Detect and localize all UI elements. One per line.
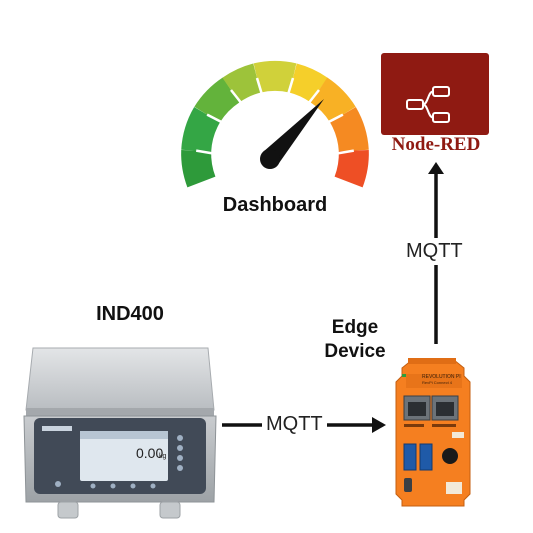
node-red-flow-icon xyxy=(406,86,450,123)
gauge-icon xyxy=(181,61,369,188)
edge-device-label-line2: Device xyxy=(324,341,386,362)
node-red-label: Node-RED xyxy=(391,134,481,155)
edge-gateway-icon: REVOLUTION PI RevPi Connect 4 xyxy=(395,358,471,507)
node-red-logo xyxy=(381,53,489,135)
mqtt-label-vertical: MQTT xyxy=(402,238,467,265)
dashboard-label: Dashboard xyxy=(222,194,328,216)
svg-text:REVOLUTION PI: REVOLUTION PI xyxy=(422,374,461,380)
mqtt-label-horizontal: MQTT xyxy=(262,413,327,436)
edge-device-label: Edge Device xyxy=(300,316,410,364)
svg-text:0.00: 0.00 xyxy=(136,445,163,461)
ind400-label: IND400 xyxy=(96,303,164,325)
svg-text:kg: kg xyxy=(159,453,167,460)
edge-device-label-line1: Edge xyxy=(331,317,379,338)
weighing-scale-icon: 0.00 kg xyxy=(23,347,217,519)
svg-text:RevPi Connect 4: RevPi Connect 4 xyxy=(422,380,453,385)
